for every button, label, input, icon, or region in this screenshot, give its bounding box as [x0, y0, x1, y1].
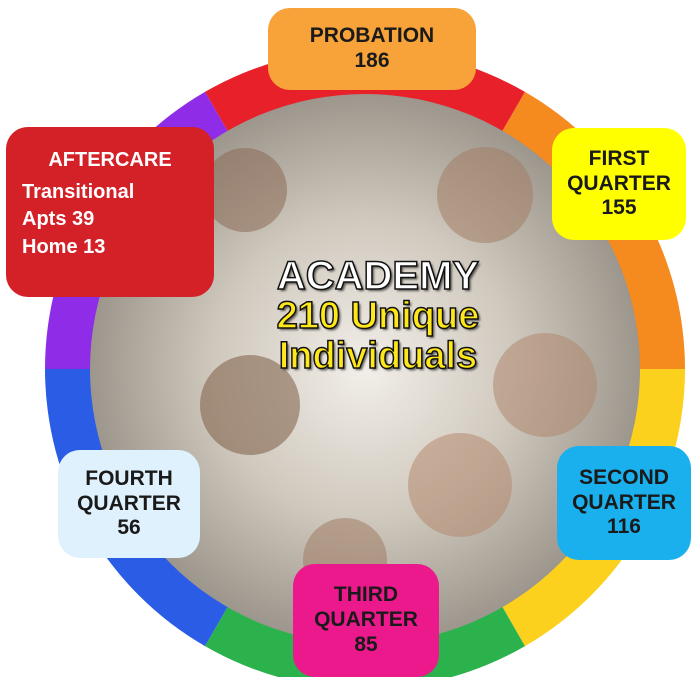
- face-icon: [408, 433, 512, 537]
- first-quarter-node: FIRST QUARTER 155: [552, 128, 686, 240]
- fourth-quarter-label-1: FOURTH: [85, 466, 173, 490]
- first-quarter-count: 155: [601, 196, 637, 220]
- center-title: ACADEMY: [276, 254, 480, 298]
- photo-faces: [200, 147, 597, 602]
- center-label: ACADEMY 210 Unique Individuals: [240, 254, 516, 377]
- second-quarter-label-1: SECOND: [579, 465, 669, 489]
- third-quarter-label-2: QUARTER: [314, 608, 418, 632]
- probation-node: PROBATION 186: [268, 8, 476, 90]
- fourth-quarter-label-2: QUARTER: [77, 491, 181, 515]
- ring-segment: [205, 604, 525, 677]
- face-icon: [437, 147, 533, 243]
- third-quarter-node: THIRD QUARTER 85: [293, 564, 439, 677]
- third-quarter-count: 85: [354, 632, 378, 656]
- aftercare-transitional: Transitional: [22, 180, 135, 203]
- face-icon: [203, 148, 287, 232]
- second-quarter-count: 116: [607, 515, 641, 539]
- ring-segment: [501, 369, 685, 647]
- probation-label: PROBATION: [309, 24, 435, 48]
- face-icon: [200, 355, 300, 455]
- aftercare-apts: Apts 39: [22, 208, 95, 231]
- aftercare-node: AFTERCARE Transitional Apts 39 Home 13: [6, 127, 214, 297]
- center-individuals-line: Individuals: [278, 334, 478, 377]
- second-quarter-node: SECOND QUARTER 116: [557, 446, 691, 560]
- center-count-line: 210 Unique: [276, 295, 480, 337]
- aftercare-label: AFTERCARE: [48, 149, 172, 171]
- first-quarter-label-1: FIRST: [588, 146, 650, 170]
- ring-segment: [45, 369, 229, 647]
- fourth-quarter-count: 56: [117, 516, 141, 540]
- second-quarter-label-2: QUARTER: [572, 490, 676, 514]
- aftercare-home: Home 13: [22, 235, 106, 258]
- fourth-quarter-node: FOURTH QUARTER 56: [58, 450, 200, 558]
- first-quarter-label-2: QUARTER: [567, 171, 671, 195]
- ring-segment: [501, 91, 685, 369]
- third-quarter-label-1: THIRD: [333, 583, 399, 607]
- probation-count: 186: [354, 49, 390, 72]
- face-icon: [493, 333, 597, 437]
